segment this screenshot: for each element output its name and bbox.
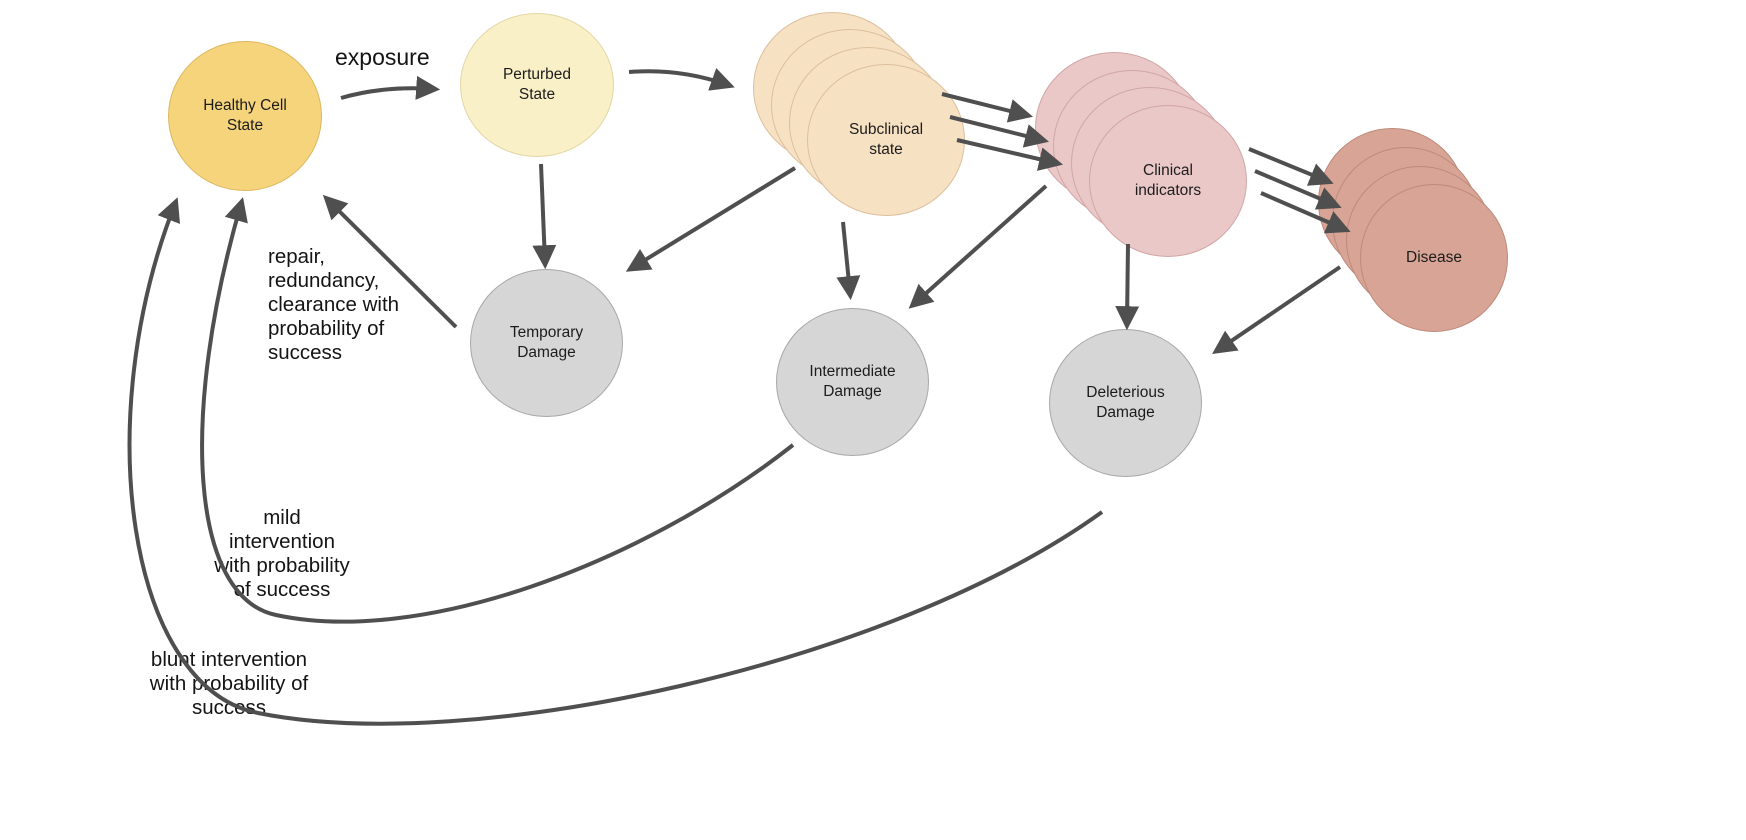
node-clinical-indicators: Clinical indicators xyxy=(1089,105,1247,257)
node-temporary-damage-label: Temporary Damage xyxy=(509,323,584,361)
node-perturbed-state: Perturbed State xyxy=(460,13,614,157)
arrow-disease-to-deleterious-damage xyxy=(1212,265,1342,355)
node-deleterious-damage-label: Deleterious Damage xyxy=(1086,383,1165,421)
edge-label-repair: repair, redundancy, clearance with proba… xyxy=(268,245,400,364)
node-intermediate-damage-label: Intermediate Damage xyxy=(809,362,896,400)
node-subclinical-state: Subclinical state xyxy=(807,64,965,216)
node-clinical-label: Clinical indicators xyxy=(1134,161,1202,199)
node-deleterious-damage: Deleterious Damage xyxy=(1049,329,1202,477)
edge-label-blunt-intervention: blunt intervention with probability of s… xyxy=(149,648,309,719)
arrow-perturbed-to-temporary-damage xyxy=(532,163,557,270)
arrow-clinical-to-deleterious-damage xyxy=(1115,243,1140,331)
arrow-subclinical-to-intermediate-damage xyxy=(836,221,861,301)
node-disease: Disease xyxy=(1360,184,1508,332)
node-subclinical-label: Subclinical state xyxy=(848,120,924,158)
arrow-subclinical-to-temporary-damage xyxy=(625,166,797,272)
node-intermediate-damage: Intermediate Damage xyxy=(776,308,929,456)
arrow-perturbed-to-subclinical xyxy=(628,68,735,91)
arrow-clinical-to-disease-1 xyxy=(1248,147,1334,186)
arrow-healthy-to-perturbed xyxy=(340,75,441,100)
node-disease-label: Disease xyxy=(1406,248,1462,266)
node-temporary-damage: Temporary Damage xyxy=(470,269,623,417)
arrow-clinical-to-intermediate-damage xyxy=(908,184,1048,309)
node-perturbed-label: Perturbed State xyxy=(502,65,572,103)
edge-label-mild-intervention: mild intervention with probability of su… xyxy=(214,506,350,601)
node-healthy-cell-state: Healthy Cell State xyxy=(168,41,322,191)
node-healthy-label: Healthy Cell State xyxy=(203,96,287,134)
edge-label-exposure: exposure xyxy=(335,44,430,70)
